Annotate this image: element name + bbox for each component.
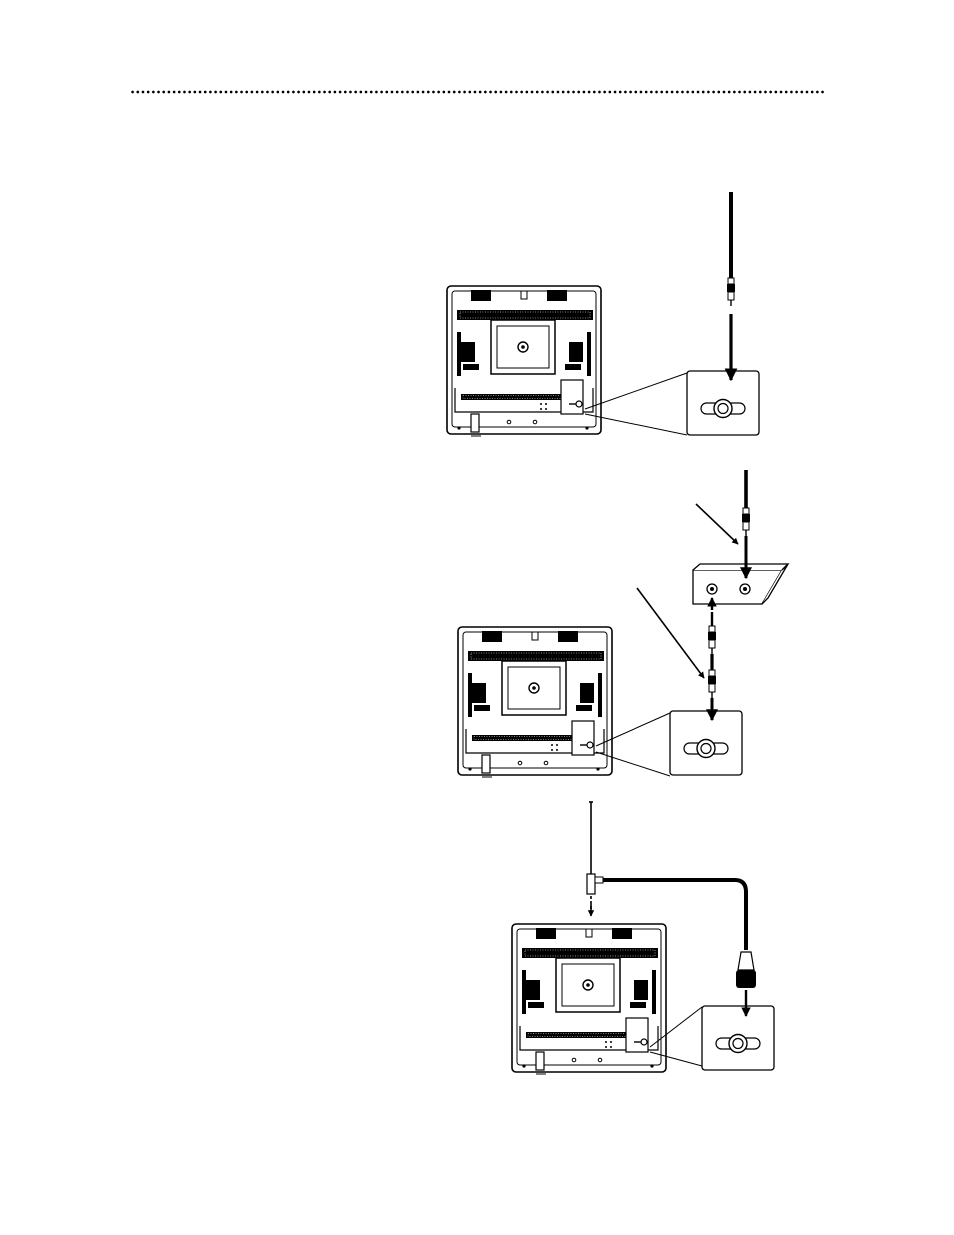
figure-antenna-connection — [512, 802, 774, 1074]
rf-plug-2a — [708, 626, 716, 654]
antenna-jack-closeup-3 — [702, 1006, 774, 1070]
cable-box — [693, 564, 788, 604]
tv-rear-panel-3 — [512, 924, 666, 1074]
antenna-jack-closeup-2 — [670, 711, 742, 775]
tv-rear-panel-1 — [447, 286, 601, 436]
rf-plug-2b — [708, 670, 716, 698]
tv-rear-panel-2 — [458, 627, 612, 777]
rf-plug-1 — [727, 278, 735, 306]
antenna-jack-closeup-1 — [687, 371, 759, 435]
figure-cable-box-connection — [458, 470, 788, 777]
figure-cable-connection — [447, 192, 759, 436]
